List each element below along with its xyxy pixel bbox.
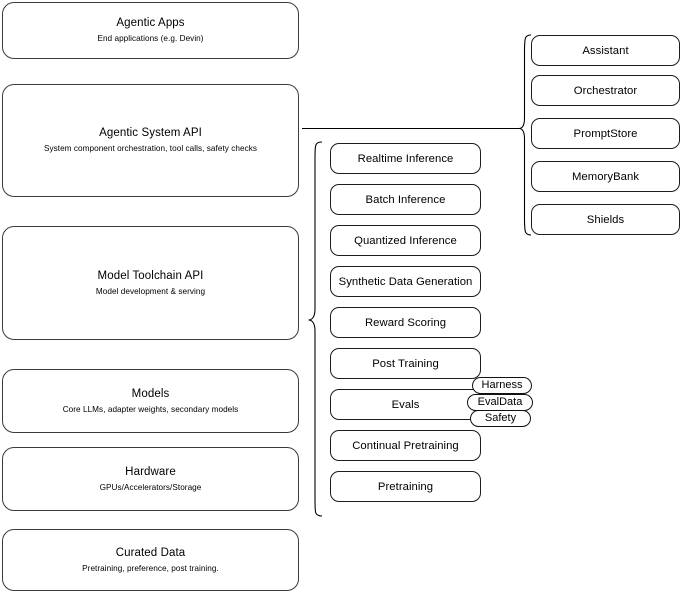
layer-title: Hardware	[125, 465, 176, 478]
brace-middle-column	[308, 141, 323, 517]
brace-right-column	[518, 34, 532, 236]
middle-item-evals[interactable]: Evals	[330, 389, 481, 420]
layer-box-models[interactable]: Models Core LLMs, adapter weights, secon…	[2, 369, 299, 433]
layer-box-curated-data[interactable]: Curated Data Pretraining, preference, po…	[2, 529, 299, 591]
layer-subtitle: Core LLMs, adapter weights, secondary mo…	[62, 404, 239, 414]
middle-item-synthetic-data-generation[interactable]: Synthetic Data Generation	[330, 266, 481, 297]
right-item-orchestrator[interactable]: Orchestrator	[531, 75, 680, 106]
layer-title: Agentic Apps	[116, 17, 185, 29]
layer-subtitle: End applications (e.g. Devin)	[97, 34, 204, 43]
evals-pill-safety[interactable]: Safety	[470, 410, 531, 427]
layer-box-agentic-system-api[interactable]: Agentic System API System component orch…	[2, 84, 299, 197]
layer-subtitle: GPUs/Accelerators/Storage	[99, 482, 202, 492]
layer-title: Agentic System API	[99, 127, 202, 139]
layer-title: Curated Data	[115, 546, 186, 559]
layer-box-agentic-apps[interactable]: Agentic Apps End applications (e.g. Devi…	[2, 2, 299, 59]
layer-subtitle: Model development & serving	[95, 286, 206, 296]
right-item-shields[interactable]: Shields	[531, 204, 680, 235]
layer-box-model-toolchain-api[interactable]: Model Toolchain API Model development & …	[2, 226, 299, 340]
layer-box-hardware[interactable]: Hardware GPUs/Accelerators/Storage	[2, 447, 299, 511]
evals-pill-harness[interactable]: Harness	[472, 377, 532, 394]
middle-item-pretraining[interactable]: Pretraining	[330, 471, 481, 502]
middle-item-realtime-inference[interactable]: Realtime Inference	[330, 143, 481, 174]
layer-title: Model Toolchain API	[97, 269, 204, 282]
layer-subtitle: Pretraining, preference, post training.	[82, 563, 219, 573]
middle-item-reward-scoring[interactable]: Reward Scoring	[330, 307, 481, 338]
middle-item-batch-inference[interactable]: Batch Inference	[330, 184, 481, 215]
right-item-assistant[interactable]: Assistant	[531, 35, 680, 66]
layer-subtitle: System component orchestration, tool cal…	[43, 144, 258, 153]
right-item-memorybank[interactable]: MemoryBank	[531, 161, 680, 192]
layer-title: Models	[131, 387, 170, 400]
evals-pill-evaldata[interactable]: EvalData	[467, 394, 533, 411]
middle-item-quantized-inference[interactable]: Quantized Inference	[330, 225, 481, 256]
middle-item-post-training[interactable]: Post Training	[330, 348, 481, 379]
middle-item-continual-pretraining[interactable]: Continual Pretraining	[330, 430, 481, 461]
right-item-promptstore[interactable]: PromptStore	[531, 118, 680, 149]
